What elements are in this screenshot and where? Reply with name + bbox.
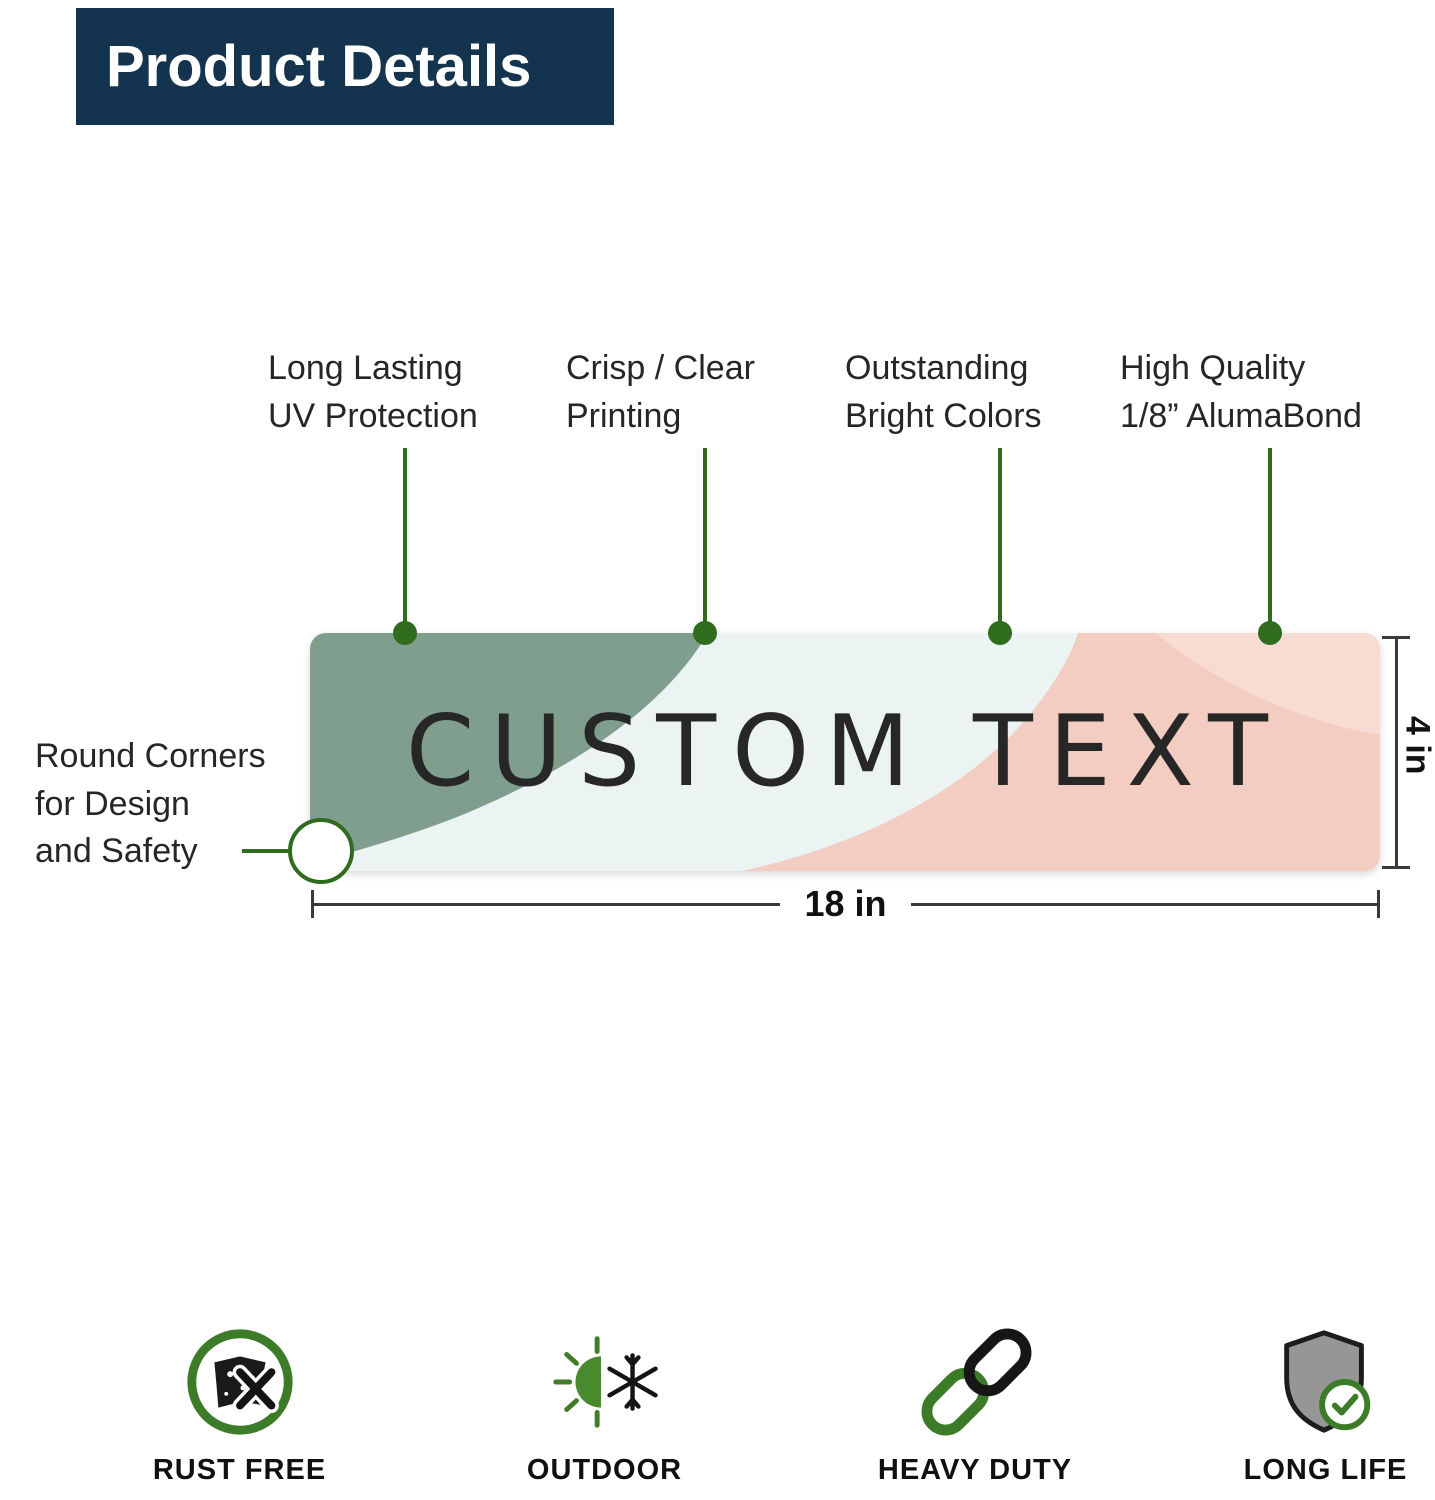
rust-free-icon xyxy=(186,1329,293,1435)
callout-line2: Printing xyxy=(566,396,682,435)
callout-line-2 xyxy=(703,448,707,634)
height-dimension-bottom-tick xyxy=(1382,866,1410,869)
callout-line-3 xyxy=(998,448,1002,634)
width-dimension-label: 18 in xyxy=(804,883,887,924)
corner-highlight-circle xyxy=(288,818,354,884)
feature-rust-free: RUST FREE xyxy=(132,1322,347,1487)
width-dimension: 18 in xyxy=(311,883,1381,924)
sign-mockup: CUSTOM TEXT xyxy=(310,633,1380,871)
callout-line1: Long Lasting xyxy=(268,349,463,387)
callout-round-corners: Round Corners for Design and Safety xyxy=(35,733,266,876)
long-life-icon xyxy=(1283,1330,1370,1433)
callout-line2: Bright Colors xyxy=(845,396,1042,435)
heavy-duty-icon xyxy=(921,1328,1032,1436)
feature-heavy-duty: HEAVY DUTY xyxy=(856,1322,1094,1487)
feature-label-outdoor: OUTDOOR xyxy=(526,1454,683,1486)
height-dimension-top-tick xyxy=(1382,636,1410,639)
callout-bright-colors: Outstanding Bright Colors xyxy=(845,345,1042,440)
callout-crisp-printing: Crisp / Clear Printing xyxy=(566,345,755,440)
corner-callout-line2: for Design xyxy=(35,784,190,823)
heavy-duty-icon-box xyxy=(906,1322,1044,1442)
callout-line-4 xyxy=(1268,448,1272,634)
feature-long-life: LONG LIFE xyxy=(1213,1322,1435,1487)
callout-line1: Outstanding xyxy=(845,349,1029,387)
height-dimension-line xyxy=(1394,639,1398,866)
outdoor-icon xyxy=(552,1336,658,1428)
callout-line1: High Quality xyxy=(1120,349,1306,387)
callout-line2: 1/8” AlumaBond xyxy=(1120,396,1362,435)
outdoor-icon-box xyxy=(546,1322,664,1442)
callout-uv-protection: Long Lasting UV Protection xyxy=(268,345,478,440)
callout-dot-2 xyxy=(693,621,717,645)
callout-alumabond: High Quality 1/8” AlumaBond xyxy=(1120,345,1362,440)
corner-callout-line1: Round Corners xyxy=(35,737,266,775)
page-title: Product Details xyxy=(106,34,532,99)
header-banner: Product Details xyxy=(76,8,614,125)
corner-callout-line3: and Safety xyxy=(35,832,198,871)
width-dimension-line-right xyxy=(910,902,1378,906)
feature-label-heavy-duty: HEAVY DUTY xyxy=(877,1454,1073,1486)
feature-label-long-life: LONG LIFE xyxy=(1243,1454,1408,1486)
height-dimension xyxy=(1382,636,1410,869)
sign-artwork xyxy=(310,633,1380,871)
sign-custom-text: CUSTOM TEXT xyxy=(405,695,1285,809)
callout-line1: Crisp / Clear xyxy=(566,349,755,387)
width-dimension-line-left xyxy=(314,902,781,906)
width-dimension-left-tick xyxy=(311,890,314,918)
corner-pointer-line xyxy=(242,849,292,853)
long-life-icon-box xyxy=(1267,1322,1385,1442)
callout-dot-1 xyxy=(393,621,417,645)
height-dimension-label: 4 in xyxy=(1398,716,1435,775)
callout-dot-3 xyxy=(988,621,1012,645)
width-dimension-right-tick xyxy=(1377,890,1381,918)
rust-free-icon-box xyxy=(181,1322,299,1442)
feature-label-rust-free: RUST FREE xyxy=(152,1454,327,1486)
callout-line-1 xyxy=(403,448,407,634)
callout-dot-4 xyxy=(1258,621,1282,645)
feature-outdoor: OUTDOOR xyxy=(497,1322,712,1487)
callout-line2: UV Protection xyxy=(268,396,478,435)
